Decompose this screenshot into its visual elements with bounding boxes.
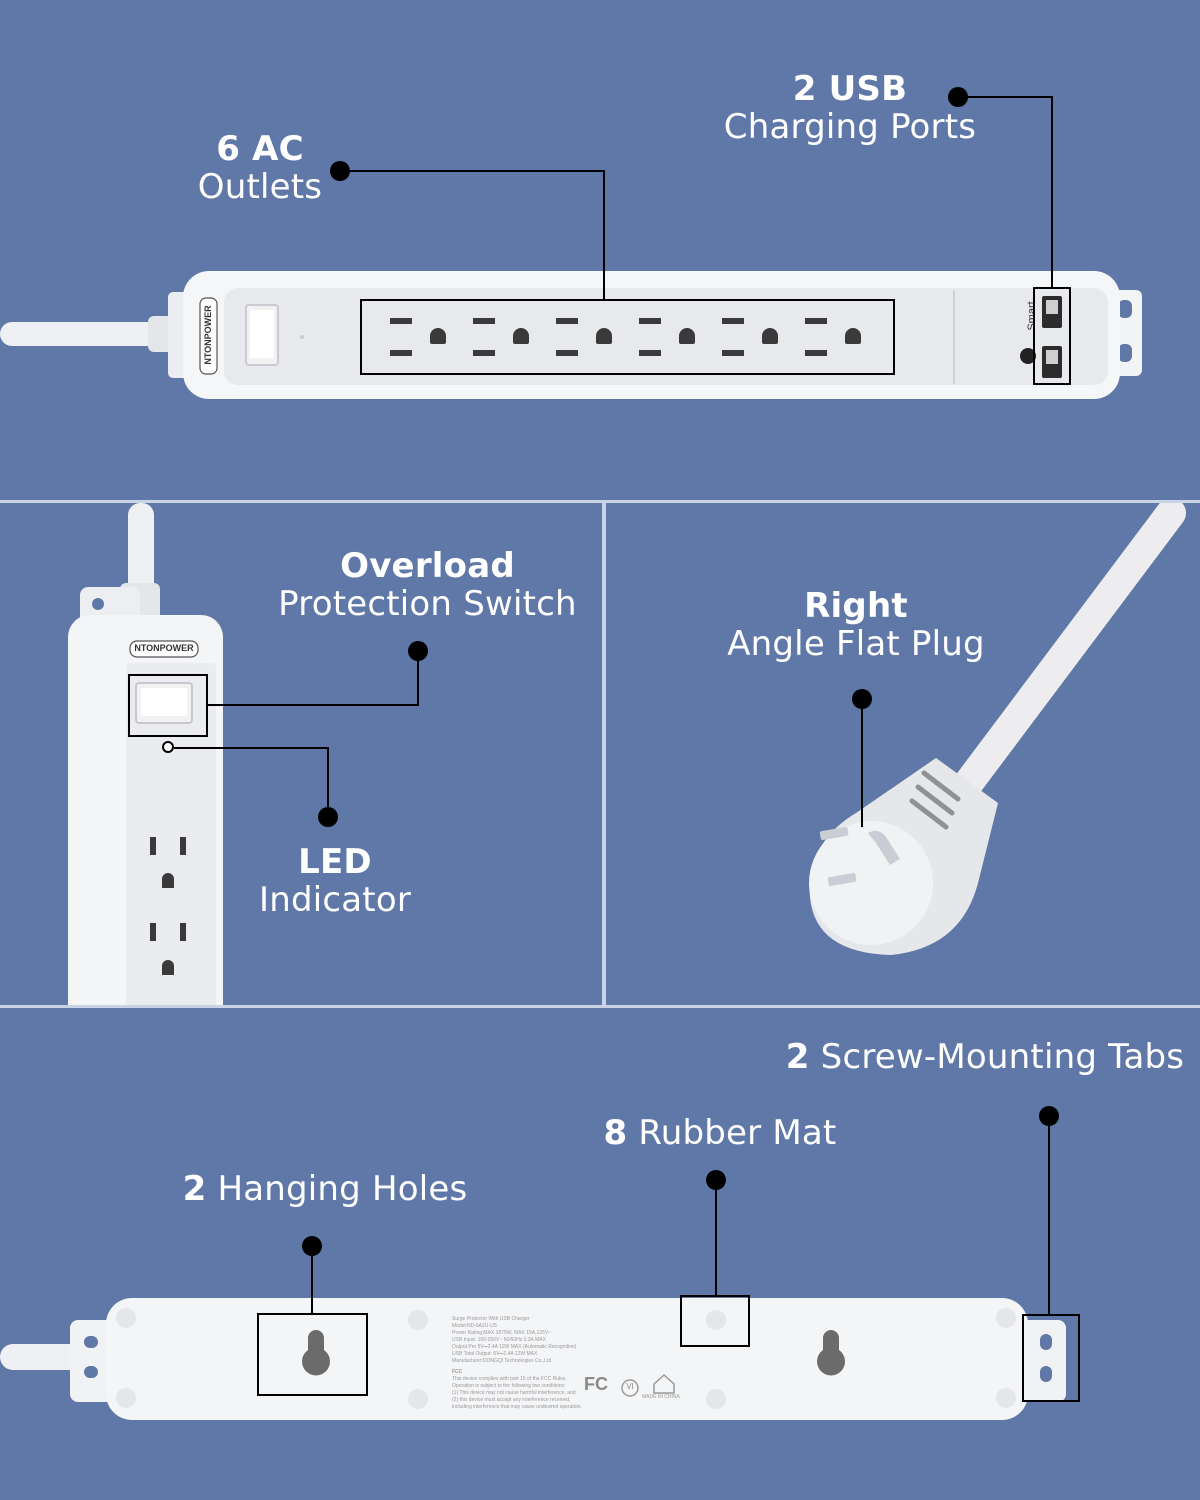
rubber-mat-count: 8 <box>603 1113 628 1153</box>
back-label-model: Model:ND-6A2U-US <box>452 1323 498 1329</box>
back-label-power: Power Rating:MAX 1875W, MAX 15A,125V~ <box>452 1330 552 1336</box>
power-strip-back-illustration <box>0 1298 1066 1420</box>
overload-switch-label: Overload Protection Switch <box>270 547 585 623</box>
ac-callout-line-v <box>603 170 605 300</box>
back-label-fcc-5: including interference that may cause un… <box>452 1404 582 1410</box>
led-indicator-marker <box>162 741 174 753</box>
switch-highlight-box <box>128 674 208 737</box>
ac-outlets-text: Outlets <box>197 167 323 208</box>
holes-highlight-box <box>257 1313 368 1396</box>
outlet-slot-top <box>473 318 495 324</box>
outlet-ground-hole <box>513 328 529 344</box>
back-label-usb-output: Output Per 5V⎓2.4A 12W MAX (Automatic Re… <box>452 1344 577 1350</box>
led-callout-dot <box>318 807 338 827</box>
back-label-title: Surge Protector With USB Charger <box>452 1316 530 1322</box>
mat-callout-line-v <box>715 1180 717 1296</box>
usb-ports-text: Charging Ports <box>723 107 977 148</box>
hanging-holes-label: 2 Hanging Holes <box>180 1170 470 1208</box>
back-label-maker: Manufacturer:DONGQI Technologies Co.,Ltd <box>452 1358 552 1364</box>
led-indicator-title: LED <box>298 842 372 882</box>
usb-callout-line-v <box>1051 96 1053 288</box>
switch-callout-line-h <box>206 704 419 706</box>
back-label-fcc: FCC <box>452 1369 463 1375</box>
overload-switch-title: Overload <box>340 546 515 586</box>
flat-plug-title: Right <box>804 586 908 626</box>
bottom-panel: Surge Protector With USB Charger Model:N… <box>0 1008 1200 1500</box>
divider-bottom <box>0 1005 1200 1008</box>
outlet-slot-bottom <box>473 350 495 356</box>
usb-callout-line-h <box>958 96 1053 98</box>
ac-callout-line-h <box>340 170 605 172</box>
hanging-holes-count: 2 <box>182 1169 207 1209</box>
ac-outlet <box>639 318 703 362</box>
vi-mark: VI <box>626 1382 634 1391</box>
mat-highlight-box <box>680 1295 750 1347</box>
ac-outlets-highlight-box <box>360 299 895 375</box>
usb-ports-highlight-box <box>1033 287 1071 385</box>
tabs-highlight-box <box>1022 1314 1080 1402</box>
switch-callout-line-v <box>417 651 419 706</box>
ac-outlets-count: 6 AC <box>216 129 304 169</box>
back-label-usb-total: USB Total Output: 5V⎓2.4A 12W MAX <box>452 1351 538 1357</box>
usb-port-1 <box>1042 296 1062 328</box>
led-callout-line-v <box>327 747 329 815</box>
outlet-slot-top <box>639 318 661 324</box>
ac-outlet <box>722 318 786 362</box>
brand-logo-text: NTONPOWER <box>203 305 213 365</box>
outlet-slot-top <box>722 318 744 324</box>
mounting-tabs-text: Screw-Mounting Tabs <box>820 1037 1185 1077</box>
led-callout-line-h <box>174 747 329 749</box>
fcc-mark: FC <box>584 1374 608 1394</box>
ac-outlet <box>473 318 537 362</box>
usb-ports-label: 2 USB Charging Ports <box>715 70 985 146</box>
tabs-callout-line-v <box>1048 1116 1050 1314</box>
rubber-mat-label: 8 Rubber Mat <box>590 1114 850 1152</box>
back-label-fcc-4: (2) this device must accept any interfer… <box>452 1397 571 1403</box>
middle-left-panel: NTONPOWER Overload Protection Switch LED… <box>0 503 602 1005</box>
holes-callout-line-v <box>311 1246 313 1314</box>
rubber-mat-text: Rubber Mat <box>638 1113 837 1153</box>
usb-port-2 <box>1042 346 1062 378</box>
ac-outlet <box>390 318 454 362</box>
outlet-slot-bottom <box>556 350 578 356</box>
outlet-ground-hole <box>679 328 695 344</box>
ac-outlet <box>556 318 620 362</box>
ac-outlets-label: 6 AC Outlets <box>180 130 340 206</box>
mounting-tabs-count: 2 <box>785 1037 810 1077</box>
flat-plug-label: Right Angle Flat Plug <box>716 587 996 663</box>
ac-outlet <box>805 318 869 362</box>
back-label: Surge Protector With USB Charger Model:N… <box>452 1316 602 1411</box>
overload-switch-text: Protection Switch <box>278 584 577 625</box>
outlet-slot-bottom <box>805 350 827 356</box>
flat-plug-text: Angle Flat Plug <box>727 624 985 665</box>
outlet-slot-bottom <box>722 350 744 356</box>
power-strip-front-illustration <box>0 271 1142 399</box>
divider-top <box>0 500 1200 503</box>
back-label-fcc-3: (1) This device may not cause harmful in… <box>452 1390 576 1396</box>
outlet-ground-hole <box>845 328 861 344</box>
plug-callout-line-v <box>861 699 863 827</box>
outlet-ground-hole <box>596 328 612 344</box>
hanging-holes-text: Hanging Holes <box>217 1169 468 1209</box>
middle-right-panel: Right Angle Flat Plug <box>606 503 1200 1005</box>
outlet-slot-top <box>805 318 827 324</box>
outlet-slot-bottom <box>390 350 412 356</box>
led-indicator-text: Indicator <box>258 880 412 921</box>
flat-plug-illustration <box>809 503 1186 955</box>
outlet-slot-top <box>556 318 578 324</box>
side-brand-logo-text: NTONPOWER <box>134 643 194 653</box>
back-label-fcc-2: Operation is subject to the following tw… <box>452 1383 566 1389</box>
back-label-fcc-1: This device complies with part 15 of the… <box>452 1376 567 1382</box>
mounting-tabs-label: 2 Screw-Mounting Tabs <box>780 1038 1190 1076</box>
back-label-usb-input: USB Input: 100-250V~ 50/60Hz 0.3A MAX <box>452 1337 546 1343</box>
divider-mid <box>602 503 606 1007</box>
outlet-slot-top <box>390 318 412 324</box>
usb-ports-count: 2 USB <box>792 69 908 109</box>
top-panel: Smart NTONPOWER 6 AC Outlets 2 USB Charg… <box>0 0 1200 500</box>
outlet-ground-hole <box>430 328 446 344</box>
led-indicator-label: LED Indicator <box>240 843 430 919</box>
outlet-slot-bottom <box>639 350 661 356</box>
outlet-ground-hole <box>762 328 778 344</box>
made-in-china-text: MADE IN CHINA <box>642 1394 680 1400</box>
